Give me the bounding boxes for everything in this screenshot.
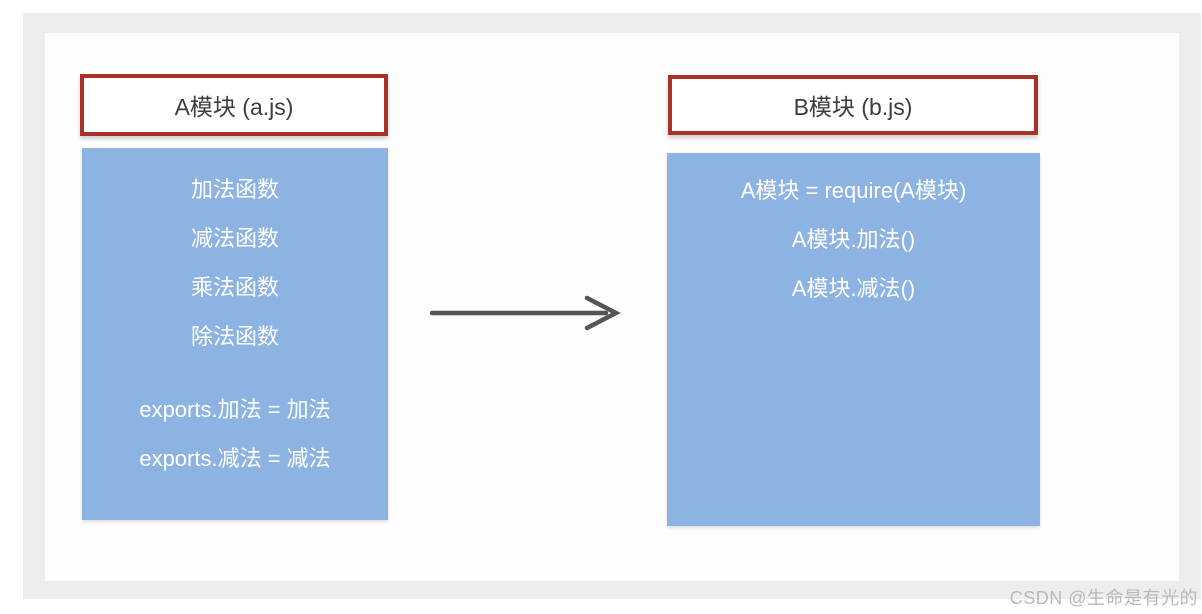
arrow-icon bbox=[429, 294, 622, 332]
module-a-export-line: exports.加法 = 加法 bbox=[139, 397, 331, 422]
module-a-function-line: 加法函数 bbox=[190, 177, 279, 202]
module-b-title: B模块 (b.js) bbox=[793, 94, 913, 120]
module-b-title-box: B模块 (b.js) bbox=[668, 75, 1038, 135]
module-a-function-line: 除法函数 bbox=[190, 324, 279, 349]
module-a-export-line: exports.减法 = 减法 bbox=[139, 446, 331, 471]
csdn-watermark: CSDN @生命是有光的 bbox=[1009, 588, 1198, 608]
module-a-function-line: 减法函数 bbox=[190, 226, 279, 251]
module-b-code-line: A模块.减法() bbox=[791, 276, 916, 301]
module-a-block: 加法函数 减法函数 乘法函数 除法函数 exports.加法 = 加法 expo… bbox=[82, 148, 388, 520]
module-a-title: A模块 (a.js) bbox=[174, 94, 294, 120]
module-a-function-line: 乘法函数 bbox=[190, 275, 279, 300]
module-a-title-box: A模块 (a.js) bbox=[80, 74, 388, 136]
module-b-code-line: A模块.加法() bbox=[791, 227, 916, 252]
module-b-block: A模块 = require(A模块) A模块.加法() A模块.减法() bbox=[667, 153, 1040, 526]
spacer bbox=[82, 361, 388, 385]
module-b-code-line: A模块 = require(A模块) bbox=[740, 178, 967, 203]
